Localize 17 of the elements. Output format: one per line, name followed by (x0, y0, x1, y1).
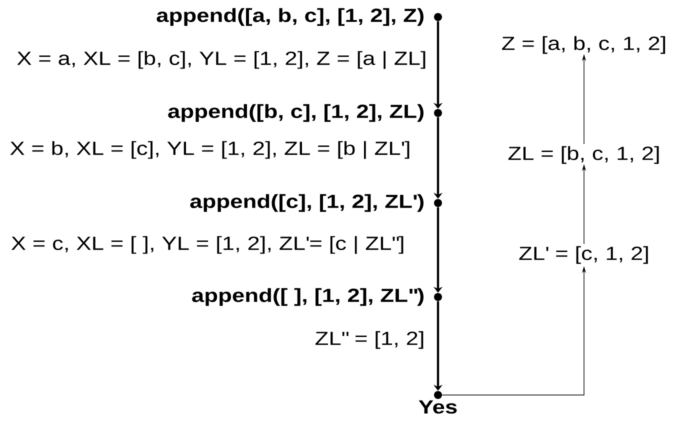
goal-dot (434, 13, 442, 21)
goal-dot (434, 293, 442, 301)
goal-dot (434, 391, 442, 399)
edge-label: ZL" = [1, 2] (316, 331, 424, 349)
goal-text: append([ ], [1, 2], ZL") (192, 288, 424, 306)
edge-label: X = c, XL = [ ], YL = [1, 2], ZL'= [c | ZL"] (11, 236, 404, 254)
goal-text: append([a, b, c], [1, 2], Z) (156, 8, 424, 26)
result-text: ZL' = [c, 1, 2] (519, 246, 648, 264)
edge-label: X = a, XL = [b, c], YL = [1, 2], Z = [a | ZL] (17, 51, 426, 69)
goal-text: Yes (418, 400, 457, 414)
goal-text: append([b, c], [1, 2], ZL) (168, 104, 424, 122)
goal-text: append([c], [1, 2], ZL') (190, 194, 424, 212)
goal-dot (434, 109, 442, 117)
result-text: ZL = [b, c, 1, 2] (508, 146, 659, 164)
edge-label: X = b, XL = [c], YL = [1, 2], ZL = [b | ZL'] (10, 141, 410, 159)
result-text: Z = [a, b, c, 1, 2] (502, 36, 666, 54)
goal-dot (434, 199, 442, 207)
